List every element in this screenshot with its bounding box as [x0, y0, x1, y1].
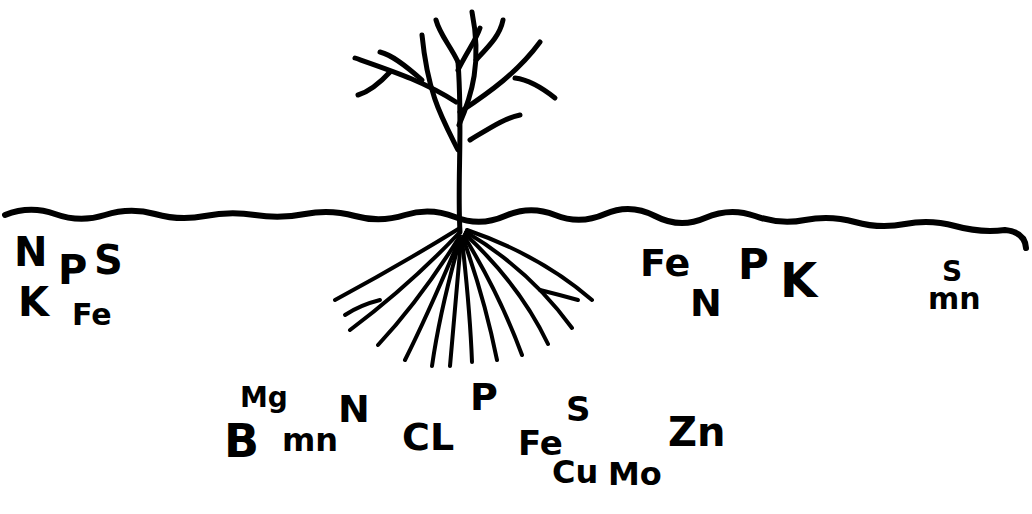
- nutrient-symbol: Cu: [552, 456, 598, 488]
- plant-roots: [335, 228, 592, 366]
- nutrient-symbol: N: [690, 284, 722, 322]
- nutrient-symbol: P: [470, 378, 498, 416]
- plant-shoot: [355, 12, 555, 232]
- nutrient-symbol: CL: [402, 418, 454, 456]
- nutrient-symbol: N: [14, 232, 47, 272]
- nutrient-symbol: S: [94, 240, 123, 280]
- nutrient-symbol: mn: [928, 284, 981, 314]
- nutrient-symbol: P: [58, 250, 87, 290]
- nutrient-symbol: Mg: [240, 384, 288, 412]
- nutrient-symbol: P: [738, 244, 769, 286]
- nutrient-symbol: mn: [282, 424, 338, 456]
- nutrient-symbol: Fe: [518, 426, 563, 460]
- nutrient-symbol: Fe: [640, 244, 690, 282]
- nutrient-symbol: Zn: [668, 412, 725, 452]
- nutrient-symbol: B: [224, 418, 259, 464]
- nutrient-symbol: N: [338, 390, 370, 428]
- soil-line: [5, 209, 1026, 248]
- nutrient-symbol: K: [18, 282, 49, 322]
- nutrient-symbol: Fe: [72, 300, 112, 330]
- nutrient-symbol: Mo: [608, 458, 662, 490]
- nutrient-symbol: S: [942, 258, 962, 286]
- nutrient-symbol: K: [780, 256, 817, 304]
- nutrient-symbol: S: [566, 392, 591, 426]
